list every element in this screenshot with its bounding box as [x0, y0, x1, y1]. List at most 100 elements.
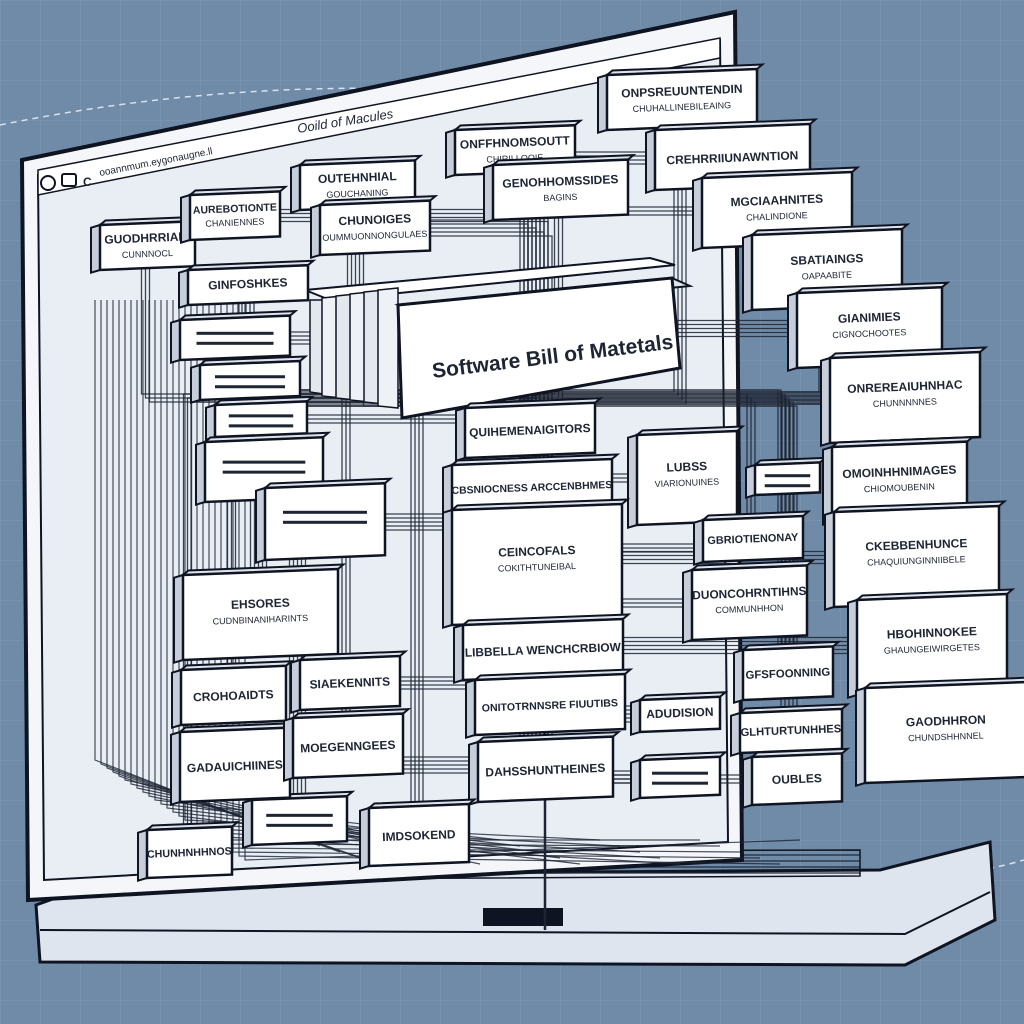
component-node[interactable]: MOEGENNGEES: [283, 707, 412, 783]
component-node-title: QUIHEMENAIGITORS: [469, 421, 591, 440]
placeholder-text-bar: [266, 813, 333, 817]
component-node-side: [173, 573, 184, 665]
component-node-face: [491, 158, 630, 222]
component-node-side: [730, 711, 741, 758]
component-node-side: [627, 433, 638, 530]
component-node-title: CHUNHNHHNOS: [147, 845, 232, 860]
component-node-title: LIBBELLA WENCHCRBIOW: [465, 640, 622, 660]
component-node-side: [742, 755, 753, 810]
component-node-title: CEINCOFALS: [498, 543, 576, 560]
component-node[interactable]: OUBLES: [742, 747, 851, 810]
placeholder-card-face: [638, 755, 722, 800]
component-node[interactable]: IMDSOKEND: [359, 798, 478, 871]
component-node[interactable]: CHUNHNHHNOS: [137, 820, 241, 883]
component-node[interactable]: SIAEKENNITS: [290, 650, 409, 715]
component-node-title: GINFOSHKES: [208, 275, 288, 292]
component-node-side: [170, 730, 181, 807]
component-node-title: MGCIAAHNITES: [730, 192, 823, 210]
browser-back-icon[interactable]: [40, 175, 56, 191]
placeholder-card-side: [745, 463, 756, 500]
component-node-face: [188, 190, 282, 242]
component-node-subtitle: CUDNBINANIHARINTS: [212, 613, 308, 627]
component-node-side: [455, 406, 466, 463]
component-node[interactable]: GUODHRRIAN.CUNNNOCL: [90, 215, 204, 275]
component-node[interactable]: GBRIOTIENONAY: [693, 510, 812, 567]
placeholder-text-bar: [266, 823, 333, 827]
component-node-title: EHSORES: [231, 596, 290, 612]
component-node-side: [468, 740, 479, 807]
component-node-title: AUREBOTIONTE: [193, 201, 277, 216]
component-node[interactable]: GINFOSHKES: [178, 259, 317, 310]
component-node-title: SBATIAINGS: [790, 251, 864, 268]
component-node-face: [186, 263, 310, 307]
component-node[interactable]: LIBBELLA WENCHCRBIOW: [453, 613, 632, 685]
placeholder-card-face: [178, 314, 292, 362]
component-node[interactable]: GADAUICHIINES: [170, 721, 299, 807]
component-node-subtitle: GOUCHANING: [326, 187, 388, 199]
placeholder-text-bar: [228, 424, 294, 428]
component-node-subtitle: CHUHALLINEBILEAING: [632, 100, 731, 114]
component-node-subtitle: COKITHTUNEIBAL: [498, 561, 576, 574]
component-node-face: [638, 695, 722, 734]
component-node[interactable]: ADUDISION: [630, 691, 729, 737]
placeholder-text-bar: [228, 414, 294, 418]
component-node-side: [824, 510, 835, 612]
browser-tab-icon[interactable]: [61, 173, 77, 187]
component-node-subtitle: OUMMUONNONGULAES: [322, 229, 427, 243]
component-node[interactable]: GLHTURTUNHHES: [730, 703, 851, 758]
placeholder-card: [745, 456, 829, 500]
component-node-side: [180, 193, 191, 245]
component-node-side: [692, 176, 703, 253]
placeholder-text-bar: [215, 375, 285, 379]
component-node[interactable]: DAHSSHUNTHEINES: [468, 730, 622, 807]
component-node-face: [750, 752, 844, 807]
component-node-title: GENOHHOMSSIDES: [502, 172, 618, 191]
component-node-title: GUODHRRIAN.: [104, 229, 190, 246]
placeholder-card-face: [753, 461, 822, 497]
component-node-side: [847, 598, 858, 700]
placeholder-text-bar: [283, 510, 367, 514]
component-node-subtitle: CHAQUIUNGINNIIBELE: [867, 554, 966, 568]
sbom-main-card[interactable]: Software Bill of Matetals: [394, 276, 694, 420]
component-node[interactable]: GFSFOONNING: [733, 640, 842, 705]
placeholder-card-side: [255, 486, 266, 565]
component-node[interactable]: QUIHEMENAIGITORS: [455, 397, 604, 463]
document-stack: [304, 256, 676, 409]
placeholder-text-bar: [215, 385, 285, 389]
component-node-face: [701, 514, 805, 564]
placeholder-card-side: [170, 318, 181, 365]
component-node-subtitle: BAGINS: [543, 192, 577, 203]
component-node-side: [855, 686, 866, 788]
component-node[interactable]: ONITOTRNNSRE FIUUTIBS: [465, 668, 634, 740]
component-node-side: [693, 518, 704, 567]
browser-reload-icon[interactable]: C: [83, 175, 92, 189]
component-node-title: GLHTURTUNHHES: [740, 723, 842, 739]
component-node[interactable]: CROHOAIDTS: [171, 660, 295, 730]
component-node-side: [310, 203, 321, 260]
component-node-subtitle: COMMUNHHON: [715, 603, 783, 616]
component-node-face: [473, 672, 627, 737]
component-node-subtitle: CIGNOCHOOTES: [832, 327, 906, 340]
component-node-side: [290, 163, 301, 215]
component-node-title: HBOHINNOKEE: [887, 624, 978, 642]
component-node-subtitle: VIARIONUINES: [654, 477, 719, 490]
component-node-side: [742, 233, 753, 315]
component-node-title: IMDSOKEND: [382, 827, 456, 844]
trackpad-slot: [483, 908, 563, 926]
component-node-subtitle: CHUNNNNNES: [873, 396, 937, 409]
component-node-title: GAODHHRON: [906, 712, 986, 729]
